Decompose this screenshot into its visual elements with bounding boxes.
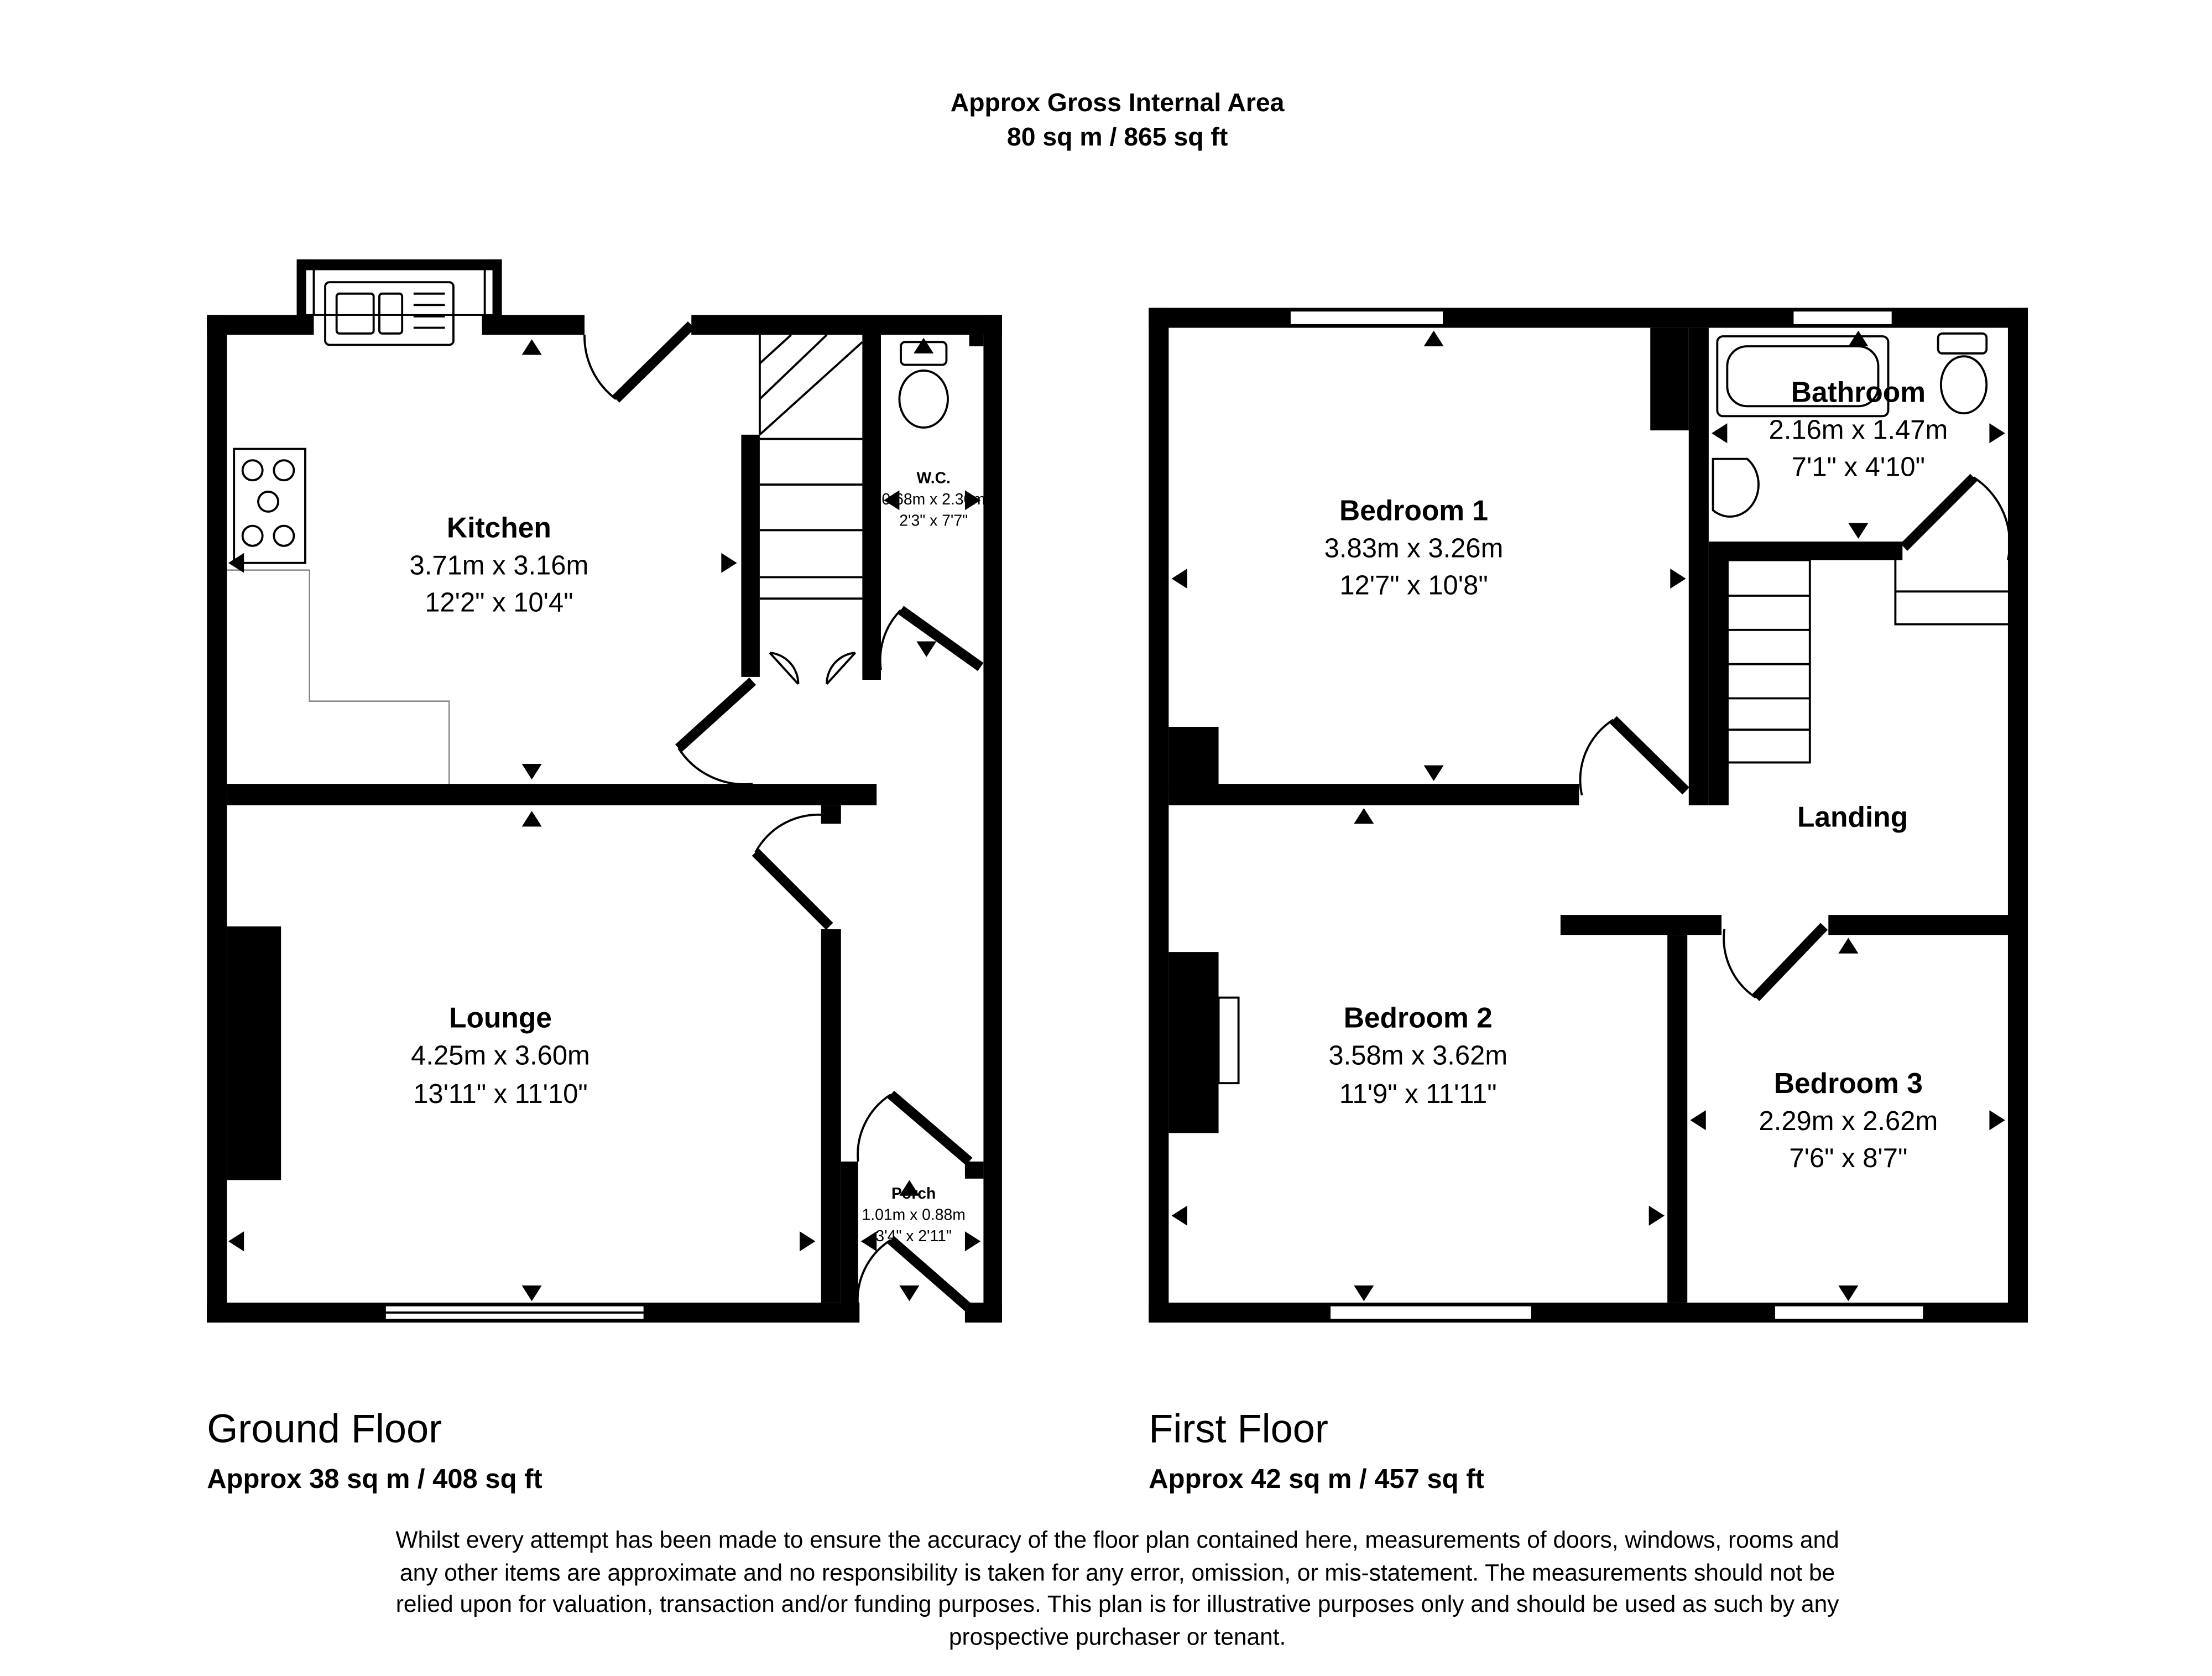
room-bedroom-1: Bedroom 1 3.83m x 3.26m 12'7" x 10'8" — [1324, 494, 1504, 600]
svg-text:3'4" x 2'11": 3'4" x 2'11" — [875, 1227, 952, 1245]
svg-text:12'7" x 10'8": 12'7" x 10'8" — [1339, 570, 1488, 600]
ground-floor-area: Approx 38 sq m / 408 sq ft — [207, 1464, 542, 1494]
svg-text:7'6" x 8'7": 7'6" x 8'7" — [1789, 1143, 1907, 1173]
room-landing: Landing — [1797, 800, 1908, 832]
svg-text:0.68m x 2.30m: 0.68m x 2.30m — [882, 491, 985, 508]
svg-text:2.29m x 2.62m: 2.29m x 2.62m — [1759, 1106, 1938, 1136]
svg-text:Bedroom 2: Bedroom 2 — [1344, 1002, 1493, 1034]
first-floor-title: First Floor — [1149, 1407, 1328, 1451]
svg-text:Whilst every attempt has been: Whilst every attempt has been made to en… — [395, 1527, 1839, 1553]
first-floor-plan: Bedroom 1 3.83m x 3.26m 12'7" x 10'8" Ba… — [1149, 308, 2028, 1323]
svg-text:any other items are approximat: any other items are approximate and no r… — [400, 1560, 1835, 1586]
svg-text:11'9" x 11'11": 11'9" x 11'11" — [1339, 1079, 1497, 1109]
svg-text:12'2" x 10'4": 12'2" x 10'4" — [425, 587, 573, 617]
svg-text:1.01m x 0.88m: 1.01m x 0.88m — [862, 1206, 965, 1224]
svg-text:Kitchen: Kitchen — [447, 511, 551, 543]
ground-floor-plan: Kitchen 3.71m x 3.16m 12'2" x 10'4" Loun… — [207, 259, 1002, 1323]
svg-text:Bedroom 1: Bedroom 1 — [1339, 494, 1488, 526]
svg-text:2'3" x 7'7": 2'3" x 7'7" — [899, 512, 968, 530]
room-wc: W.C. 0.68m x 2.30m 2'3" x 7'7" — [882, 469, 985, 529]
svg-text:3.71m x 3.16m: 3.71m x 3.16m — [410, 550, 589, 580]
svg-text:W.C.: W.C. — [917, 469, 951, 487]
room-bathroom: Bathroom 2.16m x 1.47m 7'1" x 4'10" — [1769, 376, 1948, 482]
gross-area-title: Approx Gross Internal Area — [951, 88, 1285, 117]
room-kitchen: Kitchen 3.71m x 3.16m 12'2" x 10'4" — [410, 511, 589, 617]
svg-text:4.25m x 3.60m: 4.25m x 3.60m — [411, 1041, 590, 1071]
svg-text:Bathroom: Bathroom — [1791, 376, 1926, 408]
svg-text:7'1" x 4'10": 7'1" x 4'10" — [1792, 452, 1925, 482]
svg-text:3.58m x 3.62m: 3.58m x 3.62m — [1328, 1041, 1507, 1071]
gross-area-value: 80 sq m / 865 sq ft — [1007, 122, 1228, 151]
room-lounge: Lounge 4.25m x 3.60m 13'11" x 11'10" — [411, 1002, 590, 1110]
first-floor-area: Approx 42 sq m / 457 sq ft — [1149, 1464, 1484, 1494]
room-porch: Porch 1.01m x 0.88m 3'4" x 2'11" — [862, 1185, 965, 1245]
room-bedroom-3: Bedroom 3 2.29m x 2.62m 7'6" x 8'7" — [1759, 1067, 1938, 1173]
ground-floor-title: Ground Floor — [207, 1407, 442, 1451]
svg-text:Lounge: Lounge — [449, 1002, 552, 1034]
disclaimer: Whilst every attempt has been made to en… — [395, 1527, 1839, 1650]
svg-text:3.83m x 3.26m: 3.83m x 3.26m — [1324, 533, 1504, 563]
svg-text:Porch: Porch — [891, 1185, 936, 1203]
svg-text:13'11" x 11'10": 13'11" x 11'10" — [413, 1079, 588, 1109]
svg-text:2.16m x 1.47m: 2.16m x 1.47m — [1769, 415, 1948, 445]
svg-text:relied upon for valuation, tra: relied upon for valuation, transaction a… — [396, 1591, 1840, 1617]
svg-text:prospective purchaser or tenan: prospective purchaser or tenant. — [949, 1624, 1286, 1650]
svg-text:Bedroom 3: Bedroom 3 — [1774, 1067, 1923, 1099]
room-bedroom-2: Bedroom 2 3.58m x 3.62m 11'9" x 11'11" — [1328, 1002, 1507, 1110]
